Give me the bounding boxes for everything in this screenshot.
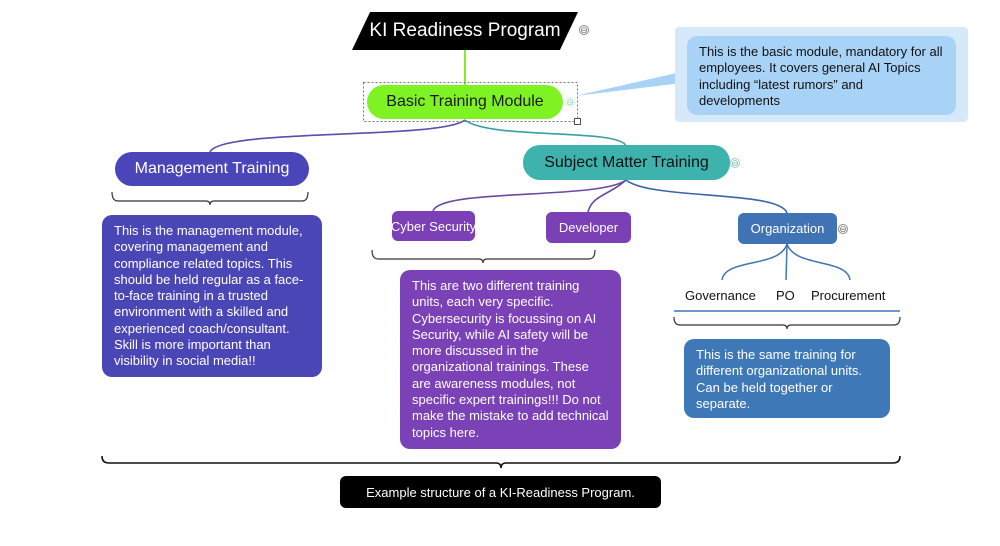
org-unit-governance[interactable]: Governance (685, 288, 756, 303)
collapse-icon[interactable]: ⊖ (730, 158, 740, 168)
resize-handle (574, 118, 581, 125)
connector-org-procurement (786, 243, 851, 281)
collapse-icon[interactable]: ⊖ (579, 25, 589, 35)
organization-node[interactable]: Organization (738, 213, 837, 244)
connector-basic-management (209, 119, 466, 153)
management-training-node[interactable]: Management Training (115, 152, 309, 186)
brace-subject-units (371, 249, 596, 264)
organization-label: Organization (750, 221, 825, 236)
brace-summary (101, 455, 901, 469)
callout-tail (575, 70, 690, 96)
basic-training-label: Basic Training Module (386, 93, 544, 110)
developer-label: Developer (558, 220, 619, 235)
root-label: KI Readiness Program (369, 20, 561, 41)
connector-org-governance (721, 243, 788, 281)
management-note[interactable]: This is the management module, covering … (102, 215, 322, 377)
subject-units-note[interactable]: This are two different training units, e… (400, 270, 621, 449)
management-training-label: Management Training (134, 160, 290, 177)
connector-subject-cyber (432, 179, 627, 212)
cyber-security-node[interactable]: Cyber Security (390, 211, 477, 241)
management-note-text: This is the management module, covering … (114, 223, 304, 369)
connector-org-po (785, 243, 788, 281)
selection-box (363, 82, 578, 122)
collapse-icon[interactable]: ⊖ (838, 224, 848, 234)
brace-organization (673, 316, 901, 330)
developer-node[interactable]: Developer (546, 212, 631, 243)
basic-note-text: This is the basic module, mandatory for … (699, 44, 943, 108)
connector-subject-developer (587, 179, 627, 213)
basic-note[interactable]: This is the basic module, mandatory for … (687, 36, 956, 115)
subject-matter-node[interactable]: Subject Matter Training (523, 145, 730, 180)
summary-label-box[interactable]: Example structure of a KI-Readiness Prog… (340, 476, 661, 508)
cyber-security-label: Cyber Security (390, 218, 477, 234)
organization-note-text: This is the same training for different … (696, 347, 862, 411)
collapse-icon[interactable]: ⊖ (565, 97, 575, 107)
subject-units-note-text: This are two different training units, e… (412, 278, 609, 440)
org-unit-po[interactable]: PO (776, 288, 795, 303)
organization-note[interactable]: This is the same training for different … (684, 339, 890, 418)
summary-label: Example structure of a KI-Readiness Prog… (366, 484, 635, 500)
connector-subject-organization (625, 179, 788, 214)
connector-basic-subject (464, 119, 627, 147)
basic-training-node[interactable]: Basic Training Module (367, 85, 563, 119)
org-unit-procurement[interactable]: Procurement (811, 288, 886, 303)
root-node[interactable]: KI Readiness Program (352, 12, 578, 50)
subject-matter-label: Subject Matter Training (544, 153, 709, 171)
brace-management (111, 191, 309, 206)
